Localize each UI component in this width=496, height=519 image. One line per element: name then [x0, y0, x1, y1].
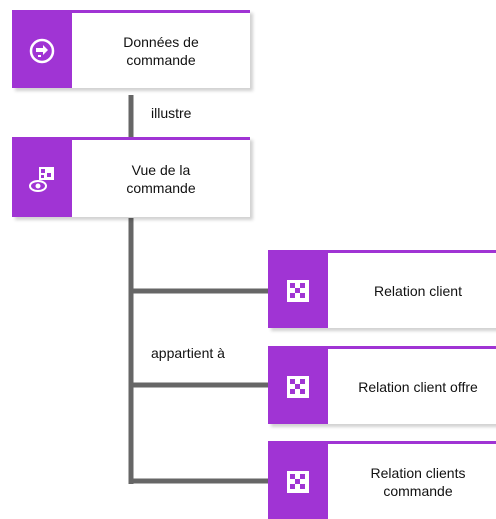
- node-vue-de-la-commande[interactable]: Vue de la commande: [12, 137, 250, 217]
- grid-icon: [287, 470, 309, 493]
- node-donnees-de-commande[interactable]: Données de commande: [12, 10, 250, 88]
- information-carrier-icon: [29, 38, 55, 63]
- grid-icon: [287, 279, 309, 302]
- node-relation-clients-commande[interactable]: Relation clients commande: [268, 441, 496, 519]
- view-icon: [29, 166, 54, 192]
- node-label: Données de commande: [123, 33, 199, 68]
- node-relation-client[interactable]: Relation client: [268, 250, 496, 328]
- node-label: Relation clients commande: [370, 464, 466, 499]
- node-label: Relation client: [374, 282, 462, 299]
- node-label: Relation client offre: [358, 378, 478, 395]
- node-relation-client-offre[interactable]: Relation client offre: [268, 346, 496, 424]
- grid-icon: [287, 375, 309, 398]
- edge-label-illustre: illustre: [151, 105, 192, 121]
- node-label: Vue de la commande: [126, 161, 196, 196]
- edge-label-appartient: appartient à: [151, 345, 225, 361]
